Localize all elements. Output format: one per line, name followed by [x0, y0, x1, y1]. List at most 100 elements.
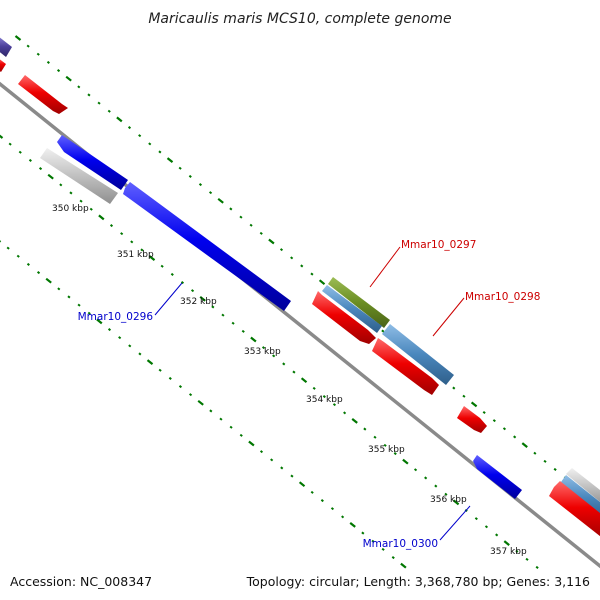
minor-tick-dot — [249, 223, 253, 227]
minor-tick-dot — [77, 85, 81, 89]
gene-feature-green[interactable] — [328, 277, 390, 328]
minor-tick-dot — [18, 150, 22, 154]
minor-tick-dot — [272, 354, 276, 358]
gene-feature-gray[interactable] — [566, 468, 600, 506]
gene-label-mmar10-0300[interactable]: Mmar10_0300 — [363, 538, 438, 550]
major-tick-mark — [199, 295, 206, 302]
minor-tick-dot — [381, 547, 385, 551]
minor-tick-dot — [310, 490, 314, 494]
major-tick-mark — [298, 481, 306, 488]
minor-tick-dot — [138, 134, 142, 138]
minor-tick-dot — [229, 207, 233, 211]
minor-tick-dot — [107, 328, 112, 332]
gene-label-mmar10-0298[interactable]: Mmar10_0298 — [465, 291, 540, 303]
minor-tick-dot — [502, 427, 507, 431]
minor-tick-dot — [320, 499, 324, 503]
minor-tick-dot — [280, 466, 284, 470]
minor-tick-dot — [444, 492, 448, 496]
minor-tick-dot — [495, 533, 499, 537]
major-tick-mark — [98, 214, 105, 221]
gene-feature-steel[interactable] — [322, 285, 382, 333]
gene-feature-red[interactable] — [457, 406, 487, 433]
minor-tick-dot — [434, 484, 438, 488]
major-tick-mark — [402, 458, 409, 465]
major-tick-mark — [452, 499, 460, 506]
gene-feature-blue[interactable] — [57, 135, 128, 190]
major-tick-mark — [148, 255, 156, 261]
major-tick-mark — [116, 116, 123, 123]
major-tick-mark — [470, 401, 478, 408]
genome-summary-text: Topology: circular; Length: 3,368,780 bp… — [246, 574, 590, 589]
minor-tick-dot — [89, 207, 93, 211]
major-tick-mark — [45, 277, 52, 284]
minor-tick-dot — [28, 158, 32, 162]
gene-feature-red[interactable] — [549, 481, 600, 540]
scale-tick-label: 354 kbp — [306, 395, 343, 405]
minor-tick-dot — [492, 419, 496, 423]
gene-feature-blue-large[interactable] — [123, 182, 291, 311]
minor-tick-dot — [279, 248, 284, 252]
minor-tick-dot — [241, 329, 245, 333]
gene-feature-red[interactable] — [18, 75, 68, 114]
minor-tick-dot — [188, 393, 193, 397]
minor-tick-dot — [6, 246, 10, 250]
minor-tick-dot — [330, 507, 335, 511]
minor-tick-dot — [180, 281, 185, 285]
gene-feature-purple[interactable] — [0, 36, 12, 57]
minor-tick-dot — [474, 517, 478, 521]
gene-feature-blue[interactable] — [473, 455, 522, 499]
minor-tick-dot — [322, 395, 326, 399]
scale-tick-label: 355 kbp — [368, 445, 405, 455]
minor-tick-dot — [533, 451, 537, 455]
minor-tick-dot — [290, 256, 294, 260]
minor-tick-dot — [229, 425, 233, 429]
minor-tick-dot — [120, 232, 124, 236]
minor-tick-dot — [128, 344, 132, 348]
minor-tick-dot — [424, 476, 428, 480]
gene-feature-red[interactable] — [0, 58, 6, 72]
gene-label-mmar10-0296[interactable]: Mmar10_0296 — [78, 311, 154, 323]
minor-tick-dot — [363, 427, 367, 431]
minor-tick-dot — [107, 109, 111, 113]
minor-tick-dot — [239, 215, 243, 219]
gene-feature-red[interactable] — [372, 338, 439, 395]
minor-tick-dot — [221, 313, 225, 317]
minor-tick-dot — [57, 287, 61, 291]
minor-tick-dot — [188, 174, 192, 178]
minor-tick-dot — [140, 248, 144, 252]
minor-tick-dot — [118, 336, 122, 340]
minor-tick-dot — [391, 556, 395, 560]
minor-tick-dot — [38, 167, 43, 171]
minor-tick-dot — [178, 166, 182, 170]
minor-tick-dot — [59, 183, 63, 187]
gene-feature-gray[interactable] — [40, 148, 118, 204]
minor-tick-dot — [535, 565, 539, 569]
minor-tick-dot — [138, 352, 142, 356]
minor-tick-dot — [208, 191, 213, 195]
minor-tick-dot — [332, 403, 337, 407]
minor-tick-dot — [515, 549, 519, 553]
minor-tick-dot — [292, 370, 296, 374]
minor-tick-dot — [300, 264, 304, 268]
minor-tick-dot — [148, 142, 152, 146]
minor-tick-dot — [341, 515, 345, 519]
minor-tick-dot — [219, 417, 223, 421]
gene-feature-steel[interactable] — [382, 324, 454, 385]
minor-tick-dot — [239, 433, 243, 437]
major-tick-mark — [0, 240, 2, 243]
gene-label-mmar10-0297[interactable]: Mmar10_0297 — [401, 239, 476, 251]
major-tick-mark — [318, 279, 326, 286]
minor-tick-dot — [69, 191, 73, 195]
scale-tick-label: 353 kbp — [244, 347, 281, 357]
minor-tick-dot — [56, 69, 61, 73]
major-tick-mark — [217, 197, 224, 204]
scale-tick-label: 357 kbp — [490, 547, 527, 557]
major-tick-mark — [166, 157, 174, 163]
gene-feature-red[interactable] — [312, 291, 376, 344]
minor-tick-dot — [170, 272, 174, 276]
gene-label-leaders — [154, 246, 471, 541]
major-tick-mark — [197, 399, 204, 406]
major-tick-mark — [248, 440, 255, 447]
minor-tick-dot — [231, 321, 235, 325]
